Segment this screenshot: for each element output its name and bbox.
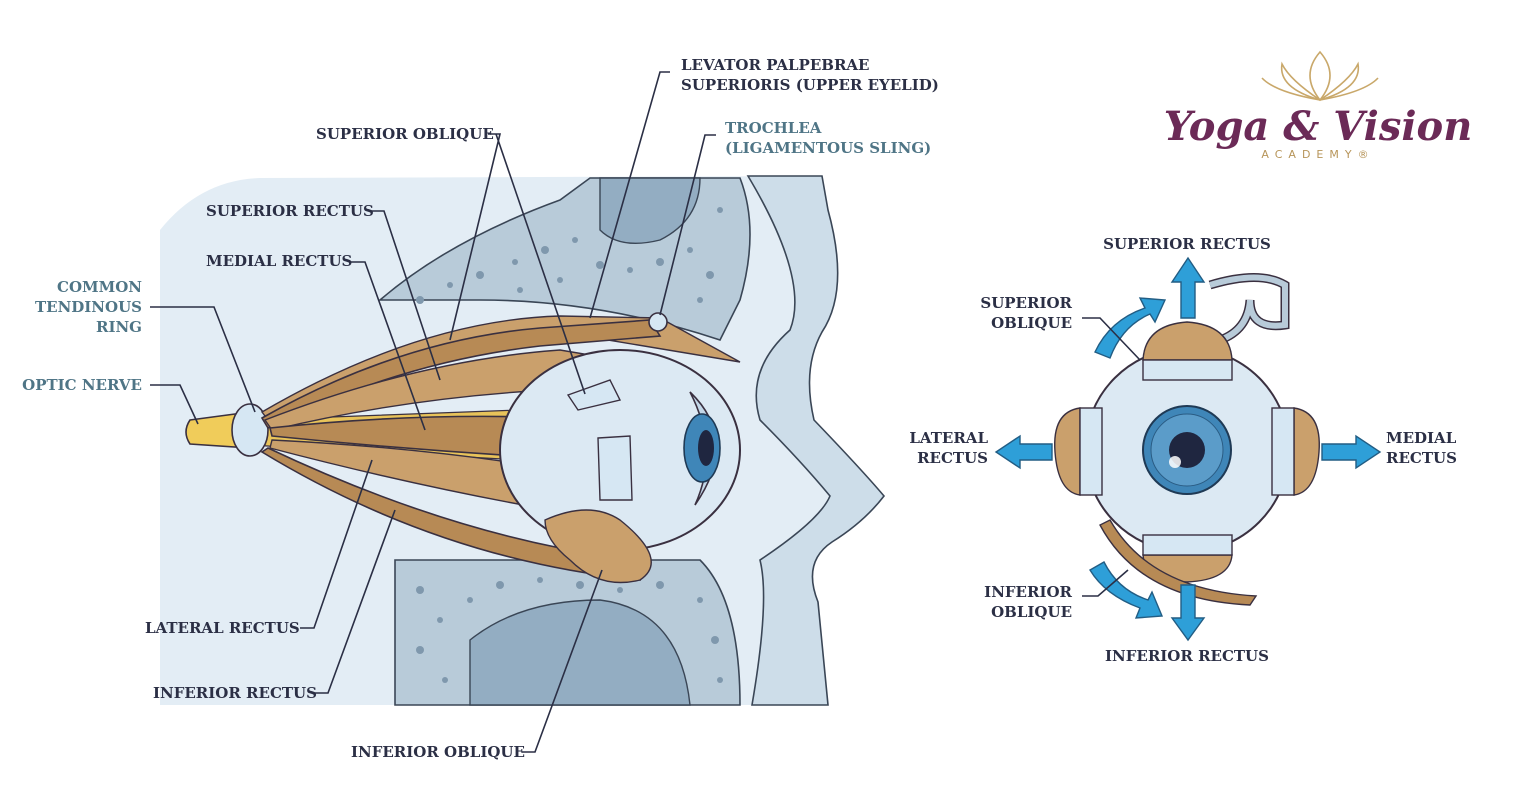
front-medial-rectus-tendon [1271, 407, 1295, 496]
front-label-medial-rectus-line1: MEDIAL [1386, 429, 1457, 447]
side-view-illustration [160, 175, 886, 706]
leader-superior-rectus [370, 210, 441, 381]
front-view-labels: SUPERIOR RECTUS SUPERIOR OBLIQUE LATERAL… [909, 235, 1457, 665]
front-inferior-rectus-tendon [1142, 534, 1233, 556]
front-label-lateral-rectus-line1: LATERAL [909, 429, 988, 447]
common-tendinous-ring [231, 403, 269, 457]
front-label-inferior-oblique-line2: OBLIQUE [991, 603, 1072, 621]
arrow-superior-oblique [1094, 297, 1167, 359]
front-view-illustration [1054, 273, 1320, 606]
arrow-inferior-oblique [1089, 561, 1164, 619]
label-common-line1: COMMON [57, 278, 142, 296]
front-medial-rectus [1293, 407, 1320, 496]
front-trochlea-hook-inner [1209, 274, 1288, 343]
front-highlight [1169, 456, 1181, 468]
superior-oblique-tendon [566, 379, 622, 411]
label-superior-rectus: SUPERIOR RECTUS [206, 202, 374, 220]
leader-trochlea [659, 134, 716, 316]
leader-inferior-rectus [313, 509, 396, 694]
leader-common-ring [150, 306, 256, 413]
front-label-superior-oblique-line1: SUPERIOR [980, 294, 1072, 312]
front-label-lateral-rectus-line2: RECTUS [917, 449, 988, 467]
lateral-tendon [597, 435, 633, 501]
leader-superior-oblique-a [449, 133, 502, 341]
leader-front-inferior-oblique [1082, 569, 1129, 597]
label-optic-nerve: OPTIC NERVE [22, 376, 142, 394]
leader-inferior-oblique [522, 569, 603, 753]
label-trochlea-line2: (LIGAMENTOUS SLING) [725, 139, 931, 157]
arrow-superior-rectus [1170, 256, 1206, 319]
front-superior-rectus [1142, 321, 1233, 361]
front-label-superior-rectus: SUPERIOR RECTUS [1103, 235, 1271, 253]
inferior-oblique-muscle [544, 509, 652, 584]
label-medial-rectus: MEDIAL RECTUS [206, 252, 352, 270]
label-inferior-rectus: INFERIOR RECTUS [153, 684, 317, 702]
leader-lateral-rectus [300, 459, 373, 629]
leader-medial-rectus [350, 261, 426, 431]
front-label-superior-oblique-line2: OBLIQUE [991, 314, 1072, 332]
front-lateral-rectus [1054, 407, 1081, 496]
arrow-inferior-rectus [1170, 584, 1206, 642]
front-inferior-oblique [1099, 519, 1258, 606]
label-common-line2: TENDINOUS [35, 298, 142, 316]
leader-optic-nerve [150, 384, 199, 425]
leader-superior-oblique-b [495, 133, 586, 395]
label-levator-line1: LEVATOR PALPEBRAE [681, 56, 870, 74]
label-superior-oblique: SUPERIOR OBLIQUE [316, 125, 494, 143]
label-inferior-oblique: INFERIOR OBLIQUE [351, 743, 525, 761]
movement-arrows [994, 256, 1382, 642]
front-lateral-rectus-tendon [1079, 407, 1103, 496]
label-levator-line2: SUPERIORIS (UPPER EYELID) [681, 76, 939, 94]
front-superior-rectus-tendon [1142, 359, 1233, 381]
face-profile [746, 175, 886, 706]
arrow-lateral-rectus [994, 434, 1053, 470]
side-view-labels: LEVATOR PALPEBRAE SUPERIORIS (UPPER EYEL… [22, 56, 939, 761]
trochlea-sling [648, 312, 668, 332]
front-label-medial-rectus-line2: RECTUS [1386, 449, 1457, 467]
bone-texture [416, 207, 723, 683]
label-trochlea-line1: TROCHLEA [725, 119, 822, 137]
side-pupil [698, 430, 714, 466]
front-label-inferior-oblique-line1: INFERIOR [984, 583, 1072, 601]
front-label-inferior-rectus: INFERIOR RECTUS [1105, 647, 1269, 665]
arrow-medial-rectus [1321, 434, 1382, 470]
label-common-line3: RING [96, 318, 142, 336]
label-lateral-rectus: LATERAL RECTUS [145, 619, 300, 637]
lotus-icon [1261, 50, 1379, 102]
leader-front-superior-oblique [1082, 317, 1141, 361]
brand-name: Yoga & Vision [1164, 103, 1473, 150]
lower-bone-inner [469, 599, 691, 706]
brand-logo: Yoga & Vision ACADEMY® [1164, 50, 1473, 161]
leader-levator [589, 71, 670, 319]
brand-sub: ACADEMY® [1261, 148, 1374, 161]
